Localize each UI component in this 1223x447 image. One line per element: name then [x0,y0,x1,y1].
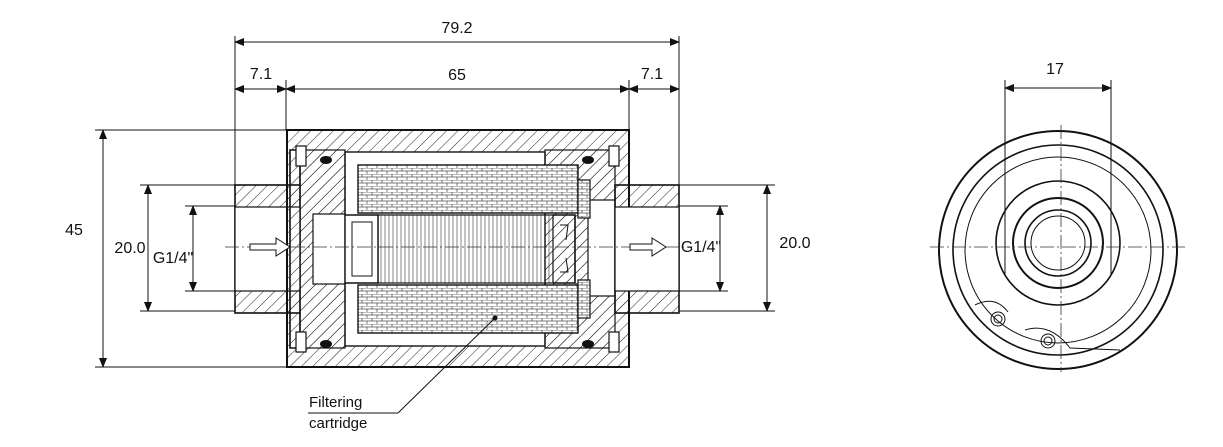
dim-port-diameter-left: 20.0 [114,240,145,257]
dim-right-end: 7.1 [641,66,663,83]
dim-port-diameter-right: 20.0 [779,235,810,252]
dim-end-view-width: 17 [1046,61,1064,78]
dim-body-length: 65 [448,67,466,84]
callout-line1: Filtering [309,394,362,411]
dimension-labels: 79.2 7.1 65 7.1 45 20.0 G1/4" G1/4" 20.0 [65,20,811,267]
callout-line2: cartridge [309,415,367,432]
cartridge-callout: Filtering cartridge [308,315,498,432]
dimension-lines [95,36,775,368]
side-section-view [225,129,690,368]
seals [295,145,620,353]
dim-outer-diameter: 45 [65,222,83,239]
end-view: 17 [930,61,1185,372]
dim-overall-length: 79.2 [441,20,472,37]
dim-left-end: 7.1 [250,66,272,83]
flow-arrow-in-icon [249,237,291,257]
dim-thread-right: G1/4" [681,239,721,256]
dim-thread-left: G1/4" [153,250,193,267]
flow-arrow-out-icon [629,237,667,257]
filter-cartridge [344,164,591,334]
